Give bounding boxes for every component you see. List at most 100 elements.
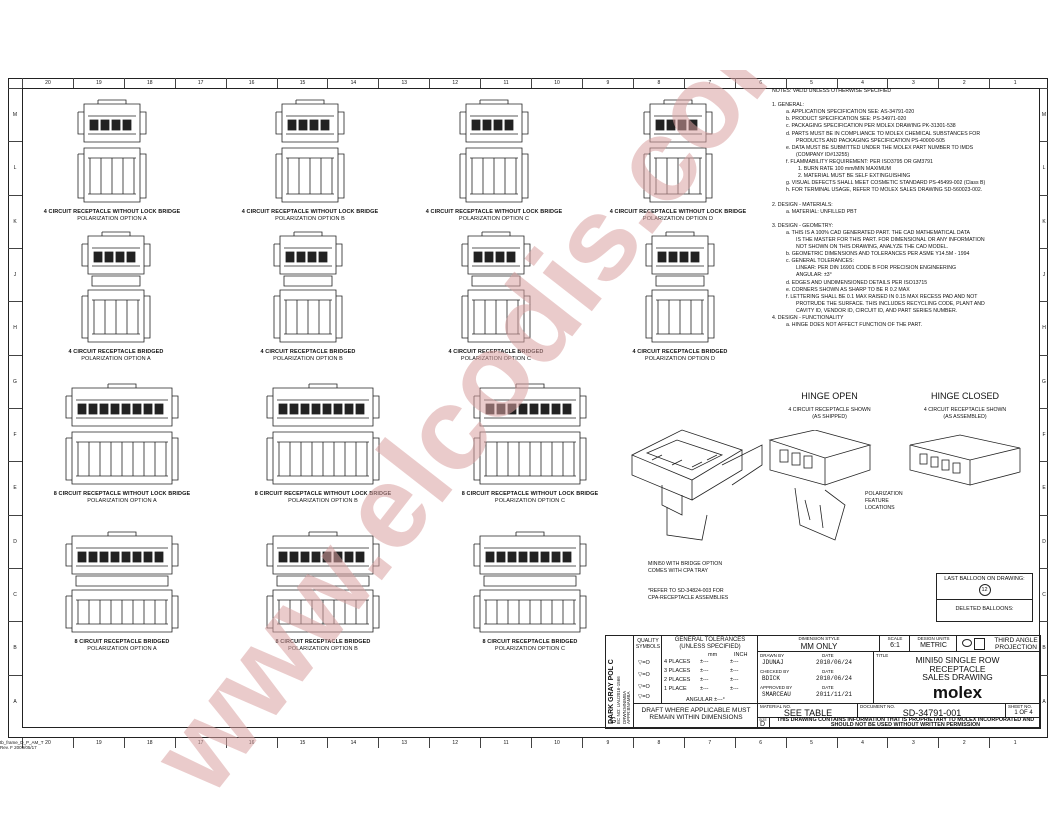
ruler-label: 14 [327, 738, 378, 748]
sheet-number: 1 OF 4 [1014, 710, 1033, 716]
view-caption: 4 CIRCUIT RECEPTACLE WITHOUT LOCK BRIDGE… [32, 209, 192, 223]
quality-symbol: ▽=O [638, 660, 650, 666]
view-title: 4 CIRCUIT RECEPTACLE BRIDGED [632, 349, 728, 355]
ruler-label: J [1040, 247, 1048, 301]
ruler-label: 1 [989, 78, 1040, 88]
note-line: LINEAR: PER DIN 16901 CODE B FOR PRECISI… [796, 265, 956, 272]
ruler-label: E [8, 461, 22, 514]
sheet-cell: SHEET NO. 1 OF 4 [1006, 704, 1041, 718]
balloon-number: 12 [978, 584, 991, 596]
ruler-label: 7 [683, 738, 735, 748]
view-subtitle: POLARIZATION OPTION D [644, 356, 716, 362]
view-caption: 8 CIRCUIT RECEPTACLE WITHOUT LOCK BRIDGE… [230, 491, 416, 505]
view-subtitle: POLARIZATION OPTION C [458, 216, 530, 222]
view-subtitle: POLARIZATION OPTION B [288, 646, 358, 652]
date-label: DATE [822, 653, 834, 658]
ruler-label: 11 [480, 78, 531, 88]
document-label: DOCUMENT NO. [860, 704, 896, 709]
ruler-label: G [8, 354, 22, 408]
note-line: 2. MATERIAL MUST BE SELF EXTINGUISHING [798, 173, 911, 180]
material-cell: MATERIAL NO. SEE TABLE [758, 704, 858, 718]
title-cell: TITLE MINI50 SINGLE ROW RECEPTACLE SALES… [874, 652, 1041, 704]
checked-by: BDICK [762, 675, 781, 682]
ruler-label: 2 [938, 738, 989, 748]
note-line: 1. GENERAL: [772, 102, 805, 109]
rev-approved: APPR:BNAMBA [626, 691, 631, 724]
view-title: 8 CIRCUIT RECEPTACLE BRIDGED [74, 639, 170, 645]
view-caption: 8 CIRCUIT RECEPTACLE WITHOUT LOCK BRIDGE… [32, 491, 212, 505]
bridge-iso-view [631, 429, 763, 541]
note-line: e. CORNERS SHOWN AS SHARP TO BE R 0.2 MA… [786, 286, 910, 293]
angular-tol: ANGULAR ±---° [686, 697, 725, 703]
note-line: CAVITY ID, VENDOR ID, CIRCUIT ID, AND PA… [796, 307, 958, 314]
ruler-label: K [1040, 194, 1048, 248]
view-caption: 4 CIRCUIT RECEPTACLE WITHOUT LOCK BRIDGE… [592, 209, 764, 223]
refer-callout: *REFER TO SD-34824-003 FOR CPA-RECEPTACL… [648, 588, 728, 602]
approved-by: SMARCEAU [762, 691, 791, 698]
ruler-label: D [8, 514, 22, 568]
tol-inch: ±--- [730, 677, 739, 683]
ruler-label: 4 [836, 78, 888, 88]
drawing-title: MINI50 SINGLE ROW RECEPTACLE SALES DRAWI… [874, 656, 1041, 682]
title-label: TITLE [876, 653, 889, 658]
projection-icon [962, 639, 972, 647]
ruler-label: 5 [785, 738, 837, 748]
size-label: SIZE [759, 718, 767, 722]
ruler-label: F [8, 407, 22, 461]
note-line: g. VISUAL DEFECTS SHALL MEET COSMETIC ST… [786, 180, 986, 187]
approved-label: APPROVED BY [760, 685, 793, 690]
quality-symbol: ▽=O [638, 684, 650, 690]
revision-block: DARK GRAY POL C EC NO: UAU2016-1566 DRWN… [606, 636, 634, 729]
view-subtitle: POLARIZATION OPTION D [642, 216, 714, 222]
view-title: 4 CIRCUIT RECEPTACLE BRIDGED [448, 349, 544, 355]
ruler-label: H [1040, 301, 1048, 354]
quality-symbols: QUALITY SYMBOLS ▽=O ▽=O ▽=O ▽=O [634, 636, 662, 704]
ruler-label: D [1040, 514, 1048, 568]
ruler-label: 18 [123, 738, 175, 748]
approvals-cell: DRAWN BY DATE JDUNAJ 2010/06/24 CHECKED … [758, 652, 874, 704]
hinge-closed-caption: 4 CIRCUIT RECEPTACLE SHOWN (AS ASSEMBLED… [905, 407, 1025, 421]
view-subtitle: POLARIZATION OPTION A [87, 646, 157, 652]
connector-view [473, 383, 587, 485]
callout-line: LOCATIONS [865, 505, 895, 511]
note-line: c. PACKAGING SPECIFICATION PER MOLEX DRA… [786, 123, 956, 130]
ruler-label: 6 [734, 78, 786, 88]
hinge-open-view [768, 430, 872, 541]
hinge-open-caption: 4 CIRCUIT RECEPTACLE SHOWN (AS SHIPPED) [772, 407, 887, 421]
connector-view [65, 531, 179, 633]
view-title: 8 CIRCUIT RECEPTACLE BRIDGED [275, 639, 371, 645]
view-caption: 4 CIRCUIT RECEPTACLE WITHOUT LOCK BRIDGE… [404, 209, 584, 223]
ruler-label: 10 [531, 78, 582, 88]
proprietary-notice: THIS DRAWING CONTAINS INFORMATION THAT I… [776, 717, 1035, 729]
note-line: c. GENERAL TOLERANCES: [786, 258, 854, 265]
ruler-label: H [8, 301, 22, 354]
checked-label: CHECKED BY [760, 669, 790, 674]
ruler-label: 8 [632, 738, 684, 748]
quality-symbol: ▽=O [638, 694, 650, 700]
callout-line: *REFER TO SD-34824-003 FOR [648, 588, 724, 594]
ruler-label: M [8, 88, 22, 141]
side-note-line: Rev. F 2009/05/17 [0, 745, 37, 750]
ruler-label: 7 [683, 78, 735, 88]
ruler-label: A [1040, 674, 1048, 728]
date-label: DATE [822, 685, 834, 690]
size-cell: SIZE D [758, 718, 770, 729]
draft-note: DRAFT WHERE APPLICABLE MUST REMAIN WITHI… [634, 704, 758, 729]
view-title: 4 CIRCUIT RECEPTACLE WITHOUT LOCK BRIDGE [241, 209, 379, 215]
note-line: PROTRUDE THE SURFACE. THIS INCLUDES RECY… [796, 300, 985, 307]
view-subtitle: POLARIZATION OPTION C [494, 646, 566, 652]
frame-revision-note: tb_frame_D_P_AM_T Rev. F 2009/05/17 [0, 740, 44, 750]
ruler-label: A [8, 674, 22, 728]
connector-view [645, 231, 715, 343]
note-line [772, 194, 1037, 201]
note-line: 2. DESIGN - MATERIALS: [772, 201, 833, 208]
ruler-label: 17 [174, 738, 226, 748]
ruler-label: J [8, 247, 22, 301]
quality-symbol: ▽=O [638, 672, 650, 678]
